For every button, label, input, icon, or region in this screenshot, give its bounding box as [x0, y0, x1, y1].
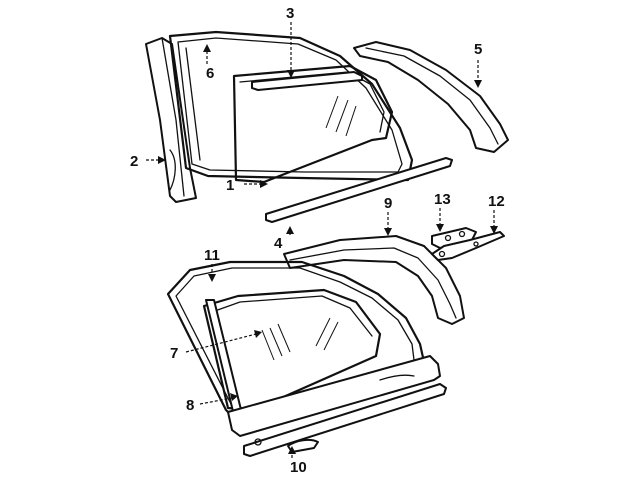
quarter-window-frame-upper — [168, 30, 414, 182]
callout-6: 6 — [206, 65, 214, 82]
callout-13: 13 — [434, 191, 451, 208]
callout-7: 7 — [170, 345, 178, 362]
bracket-12 — [431, 231, 505, 261]
pillar-trim-panel — [145, 37, 197, 203]
callout-11: 11 — [204, 247, 220, 264]
upper-molding-strip — [251, 71, 363, 91]
roof-rail-weatherstrip — [353, 41, 509, 153]
callout-5: 5 — [474, 41, 482, 58]
callout-1: 1 — [226, 177, 234, 194]
callout-10: 10 — [290, 459, 307, 476]
callout-3: 3 — [286, 5, 294, 22]
callout-4: 4 — [274, 235, 283, 252]
leader-lines — [146, 22, 498, 458]
division-channel — [205, 299, 441, 437]
belt-molding-strip — [265, 157, 453, 223]
callout-labels: 1 2 3 4 5 6 7 8 9 10 11 12 13 — [130, 5, 505, 476]
lower-frame-rail — [283, 235, 465, 325]
callout-9: 9 — [384, 195, 392, 212]
lower-belt-strip — [243, 383, 447, 457]
callout-12: 12 — [488, 193, 505, 210]
callout-8: 8 — [186, 397, 194, 414]
callout-2: 2 — [130, 153, 138, 170]
